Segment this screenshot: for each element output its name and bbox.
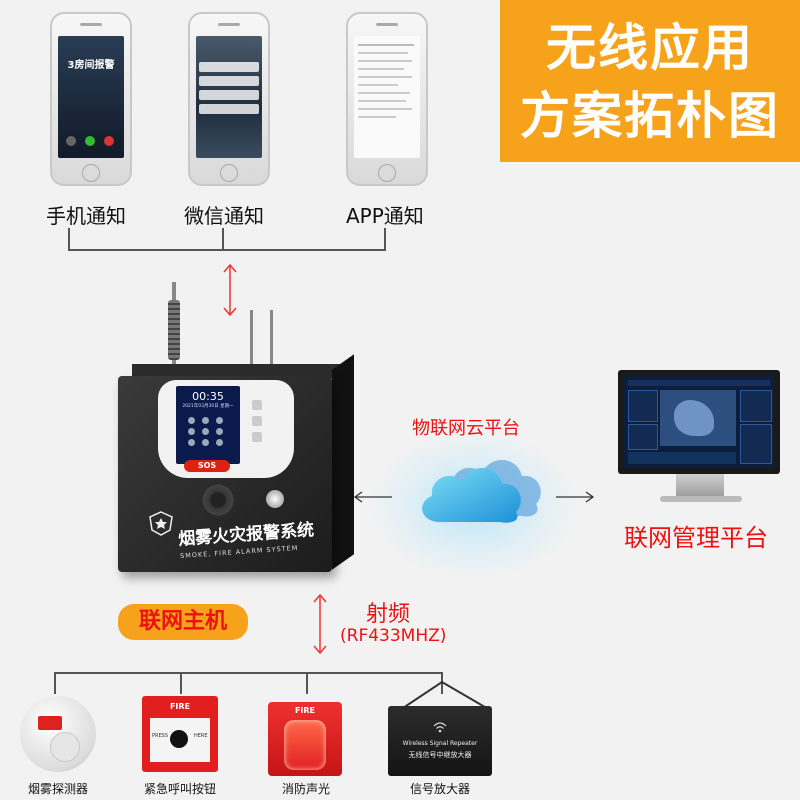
strobe-siren-label: 消防声光 xyxy=(281,782,330,796)
sos-button: SOS xyxy=(184,460,230,472)
emergency-button: FIRE PRESS HERE xyxy=(142,696,218,772)
phone-wechat-screen xyxy=(196,36,262,158)
host-date: 2021年03月30日 星期一 xyxy=(182,404,234,409)
signal-repeater-label: 信号放大器 xyxy=(409,782,470,796)
left-arrow-icon xyxy=(353,491,392,503)
signal-repeater: Wireless Signal Repeater 无线信号中继放大器 xyxy=(388,706,492,776)
right-arrow-icon xyxy=(556,491,595,503)
phone-app-screen xyxy=(354,36,420,158)
management-label: 联网管理平台 xyxy=(624,524,768,552)
phone-app xyxy=(346,12,428,186)
phone-wechat-label: 微信通知 xyxy=(184,204,264,228)
strobe-siren: FIRE xyxy=(268,702,342,776)
badge-icon xyxy=(149,511,173,536)
title-badge: 无线应用 方案拓朴图 xyxy=(500,0,800,162)
phone-wechat xyxy=(188,12,270,186)
host-knob xyxy=(266,490,284,508)
connector-line xyxy=(68,228,70,250)
connector-line xyxy=(54,672,443,674)
phone-call-label: 手机通知 xyxy=(46,204,126,228)
speaker-grille xyxy=(200,482,236,518)
emergency-button-plate: FIRE xyxy=(169,702,191,711)
repeater-cn: 无线信号中继放大器 xyxy=(408,751,472,759)
monitor-base xyxy=(660,496,742,502)
cloud-icon xyxy=(422,460,541,523)
phone-call-text: 3房间报警 xyxy=(67,60,115,71)
host-screen: 00:35 2021年03月30日 星期一 xyxy=(176,386,240,464)
antenna-coil xyxy=(168,300,180,360)
connector-line xyxy=(54,672,56,694)
up-down-arrow-icon xyxy=(313,593,327,655)
wifi-icon xyxy=(433,722,447,733)
up-down-arrow-icon xyxy=(223,263,237,317)
rf-label: 射频 xyxy=(366,602,411,627)
cloud-label: 物联网云平台 xyxy=(412,418,520,439)
host-keys xyxy=(244,398,274,456)
antenna xyxy=(250,310,253,370)
antenna xyxy=(270,310,273,370)
hanging-cord xyxy=(399,680,491,711)
monitor-screen xyxy=(624,376,774,468)
host-label: 联网主机 xyxy=(118,604,248,640)
connector-line xyxy=(222,228,224,250)
connector-line xyxy=(306,672,308,694)
connector-line xyxy=(180,672,182,694)
smoke-detector xyxy=(20,696,96,772)
host-time: 00:35 xyxy=(192,390,224,403)
phone-call: 3房间报警 xyxy=(50,12,132,186)
rf-sub-label: (RF433MHZ) xyxy=(340,626,447,646)
connector-line xyxy=(68,249,386,251)
repeater-en: Wireless Signal Repeater xyxy=(402,740,478,747)
strobe-siren-plate: FIRE xyxy=(294,706,316,715)
title-line-2: 方案拓朴图 xyxy=(520,87,780,145)
monitor-stand xyxy=(676,474,724,498)
host-top xyxy=(132,364,352,378)
press-text: PRESS xyxy=(152,733,168,739)
smoke-detector-label: 烟雾探测器 xyxy=(27,782,88,796)
phone-call-screen: 3房间报警 xyxy=(58,36,124,158)
connector-line xyxy=(384,228,386,250)
here-text: HERE xyxy=(194,733,208,739)
emergency-button-label: 紧急呼叫按钮 xyxy=(143,782,216,796)
host-side xyxy=(332,354,354,570)
title-line-1: 无线应用 xyxy=(546,19,754,77)
phone-app-label: APP通知 xyxy=(346,204,424,228)
